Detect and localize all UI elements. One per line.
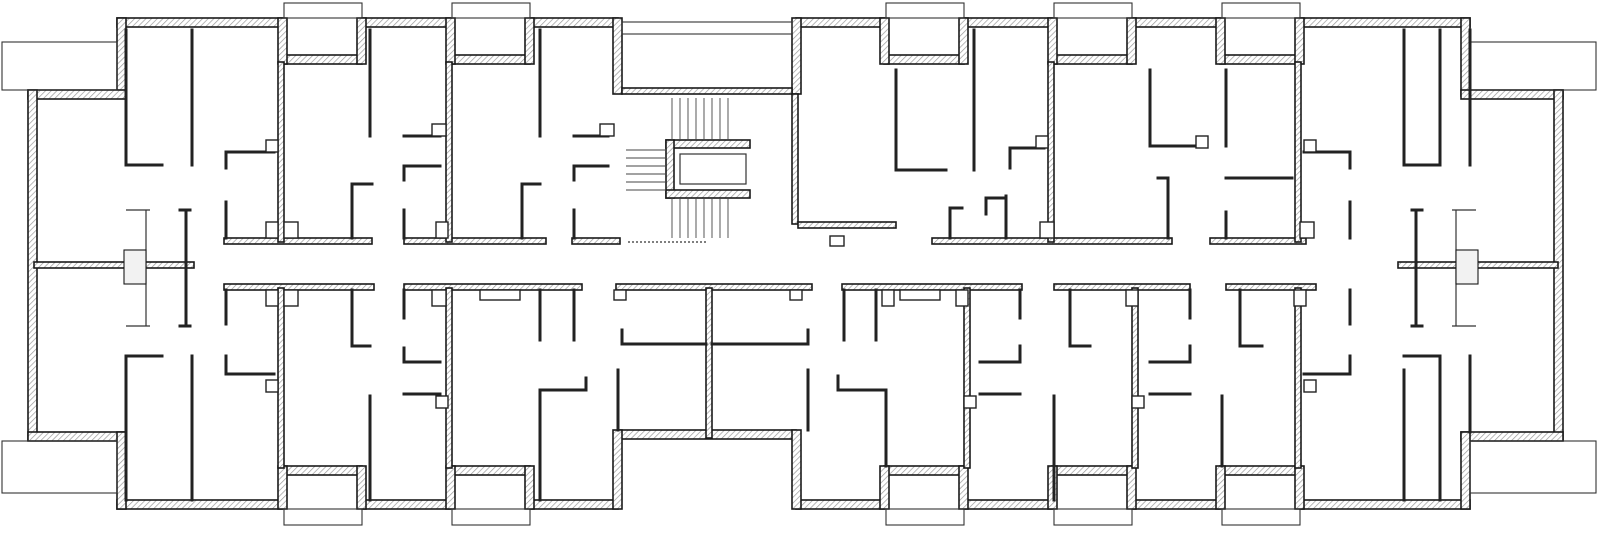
party-walls (277, 61, 1302, 469)
shafts (265, 123, 1317, 409)
corridor-walls (33, 237, 1559, 291)
exterior-walls (27, 17, 1564, 510)
end-lobbies (123, 208, 1479, 328)
balconies (1, 2, 1597, 526)
staircase (626, 98, 751, 243)
interior-partitions (124, 28, 1472, 502)
